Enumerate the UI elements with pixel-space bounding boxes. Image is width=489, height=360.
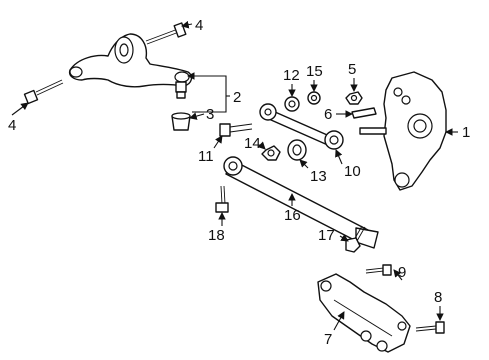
- callout-labels: 1 2 3 4 4 5 6 7 8 9 10 11 12 13 14 15 16…: [8, 17, 470, 348]
- callout-5: 5: [348, 61, 356, 78]
- bolt-top: [145, 22, 187, 45]
- callout-15: 15: [306, 63, 323, 80]
- ball-joint: [175, 81, 187, 99]
- nut-14: [261, 145, 281, 161]
- toe-link: [259, 103, 344, 150]
- callout-7: 7: [324, 331, 332, 348]
- callout-2: 2: [233, 89, 241, 106]
- callout-18: 18: [208, 227, 225, 244]
- callout-10: 10: [344, 163, 361, 180]
- upper-control-arm: [68, 33, 193, 88]
- bolt-11: [219, 123, 253, 137]
- leader-lines: [11, 20, 458, 331]
- callout-13: 13: [310, 168, 327, 185]
- knuckle: [359, 71, 447, 191]
- callout-3: 3: [206, 106, 214, 123]
- callout-8: 8: [434, 289, 442, 306]
- bolt-left: [23, 79, 64, 105]
- nut-5: [345, 91, 363, 105]
- callout-4-top: 4: [195, 17, 203, 34]
- bolt-8: [415, 321, 445, 334]
- bushing-13: [287, 139, 307, 161]
- bushing-12: [284, 96, 300, 112]
- callout-9: 9: [398, 264, 406, 281]
- callout-11: 11: [198, 148, 214, 165]
- callout-6: 6: [324, 106, 332, 123]
- callout-14: 14: [244, 135, 261, 152]
- bolt-18: [215, 185, 229, 213]
- cotter-pin: [351, 107, 377, 119]
- callout-4-left: 4: [8, 117, 16, 134]
- callout-17: 17: [318, 227, 335, 244]
- bolt-9: [365, 264, 392, 276]
- callout-12: 12: [283, 67, 300, 84]
- crossmember-bracket: [317, 273, 411, 353]
- nut-15: [307, 91, 321, 105]
- bushing: [171, 112, 191, 131]
- bolt-17: [345, 225, 366, 253]
- callout-1: 1: [462, 124, 470, 141]
- callout-16: 16: [284, 207, 301, 224]
